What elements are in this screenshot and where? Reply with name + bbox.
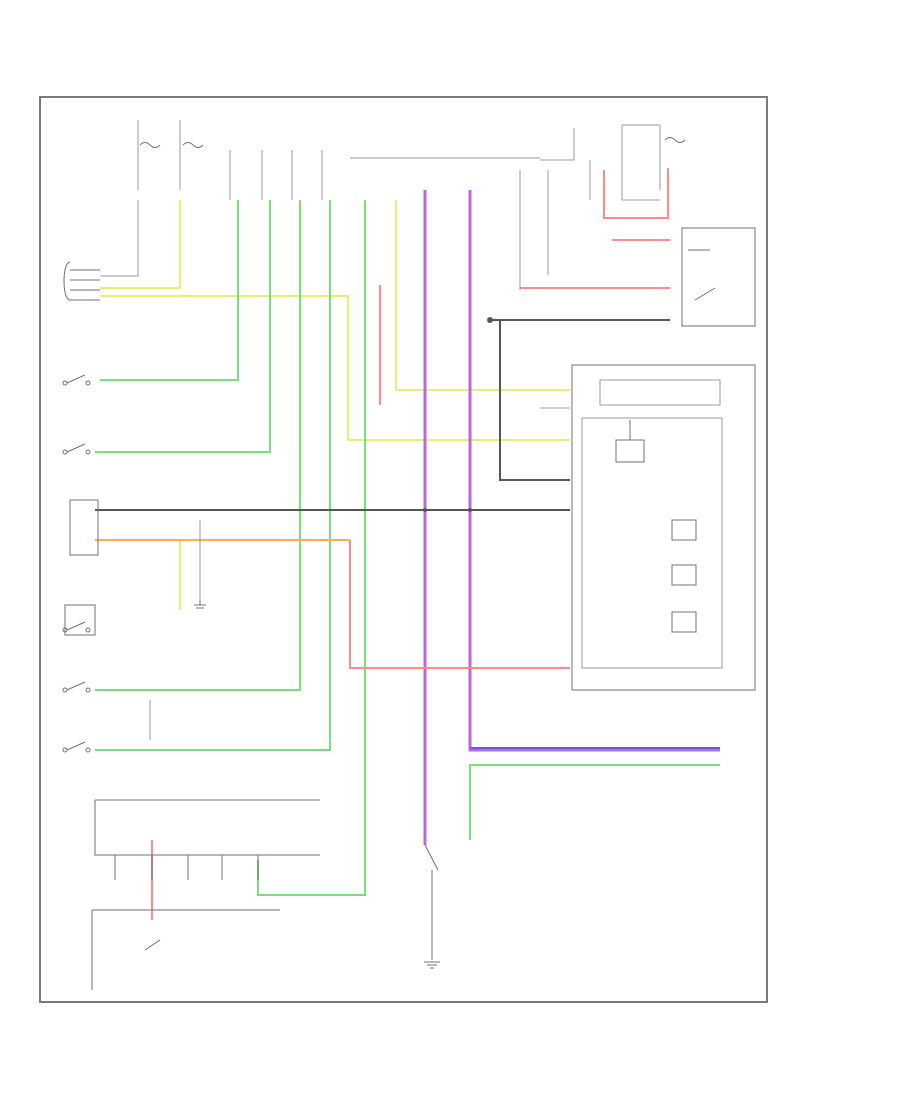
switch-icon (688, 249, 716, 301)
wire-violet (423, 190, 720, 845)
module-icon (615, 420, 697, 633)
connector-icon (63, 261, 100, 301)
fuse-icon (139, 137, 686, 148)
splice-dots (423, 317, 493, 512)
ground-icon (194, 600, 206, 609)
bottom-switch (424, 844, 439, 960)
fuse-box-right (622, 124, 660, 201)
wire-gray (100, 170, 570, 740)
wire-yellow (95, 200, 570, 691)
wire-red (151, 168, 670, 920)
top-power-sources (137, 120, 661, 200)
connector-bottom-left (91, 799, 320, 990)
multi-switch-block (69, 499, 99, 556)
ground-icon (424, 961, 440, 969)
diagram-frame (39, 96, 768, 1003)
wire-green (95, 200, 720, 896)
right-relay (681, 227, 756, 327)
left-relay-box (64, 604, 96, 636)
wire-black (95, 319, 670, 511)
module-inner-frame (581, 417, 723, 669)
switch-icon (62, 374, 91, 753)
module-top-strip (599, 379, 721, 406)
control-module (571, 364, 756, 691)
